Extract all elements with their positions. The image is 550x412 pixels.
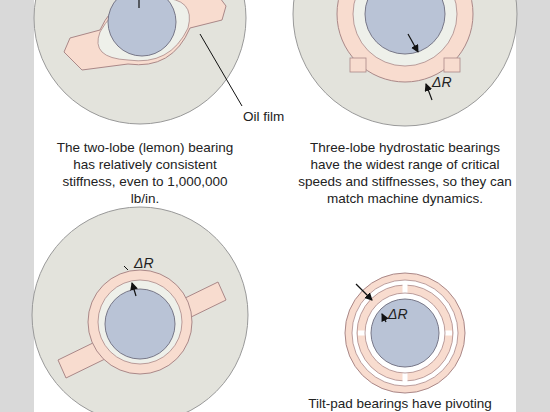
three-lobe-bearing [293,0,517,126]
dimension-label: ΔR [388,306,418,323]
dimension-label: ΔR [134,255,164,272]
caption-text: Three-lobe hydrostatic bearings have the… [296,139,514,207]
dimension-label: ΔR [432,74,462,91]
wing-bearing [32,207,248,412]
tilt-pad-bearing [345,273,465,393]
caption-text: The two-lobe (lemon) bearing has relativ… [50,139,240,207]
caption-text: Tilt-pad bearings have pivoting [290,395,510,412]
lemon-bearing [34,0,246,124]
callout-label: Oil film [243,108,303,125]
